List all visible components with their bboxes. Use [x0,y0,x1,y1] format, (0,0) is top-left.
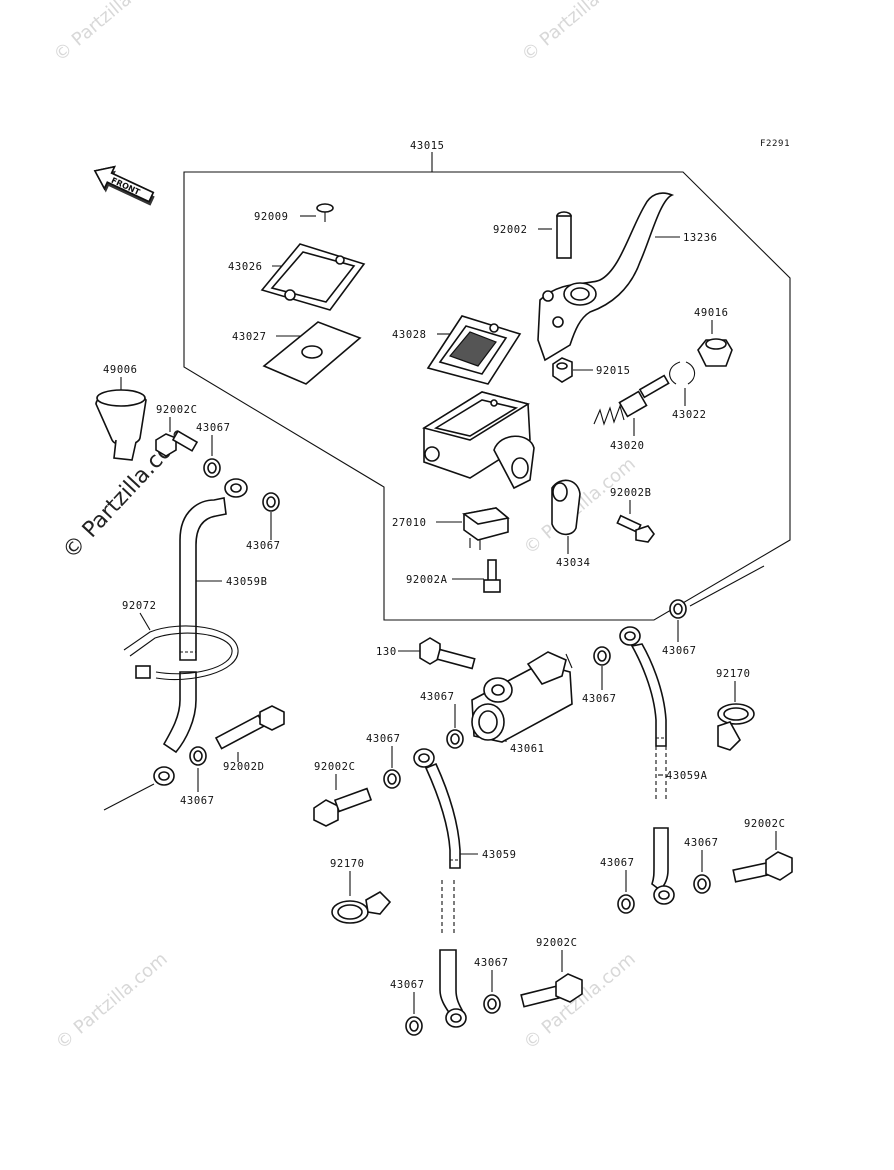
label-92009: 92009 [254,211,289,223]
part-49016-boot: 49016 [694,307,733,367]
label-43067-k: 43067 [390,979,425,991]
label-92170-b: 92170 [330,858,365,870]
part-43027-plate: 43027 [232,321,362,385]
figure-code: F2291 [760,139,790,149]
label-92002C-right: 92002C [744,818,786,830]
label-43022: 43022 [672,409,707,421]
part-43067-washer-b: 43067 [246,492,281,552]
label-43020: 43020 [610,440,645,452]
part-43026-cap: 43026 [228,243,366,311]
part-49006-boot: 49006 [95,364,147,461]
label-43067-f: 43067 [662,645,697,657]
part-92002C-mid-bolt: 92002C [313,761,373,827]
part-130-bolt: 130 [376,637,476,670]
label-43067-c: 43067 [180,795,215,807]
label-43067-d: 43067 [420,691,455,703]
part-92009-screw: 92009 [254,203,334,223]
part-43067-washer-h: 43067 [600,857,635,914]
part-43059-hose: 43059 [413,748,517,1028]
label-13236: 13236 [683,232,718,244]
label-43034: 43034 [556,557,591,569]
watermark-bl: © Partzilla.com [52,948,172,1053]
label-43067-e: 43067 [582,693,617,705]
label-43067-i: 43067 [684,837,719,849]
part-43067-washer-g: 43067 [366,733,401,789]
part-92002C-top-bolt: 92002C [155,404,199,457]
label-92002C-bot: 92002C [536,937,578,949]
label-92072: 92072 [122,600,157,612]
label-43059A: 43059A [666,770,708,782]
part-92002-bolt: 92002 [493,211,572,259]
label-92002C-mid: 92002C [314,761,356,773]
watermarks: © Partzilla.com © Partzilla.com © Partzi… [50,0,640,1054]
label-43067-g: 43067 [366,733,401,745]
label-43061: 43061 [510,743,545,755]
part-92002C-bottom-bolt: 92002C [520,937,583,1008]
part-92002C-right-bolt: 92002C [732,818,793,883]
label-49006: 49006 [103,364,138,376]
label-43059B: 43059B [226,576,268,588]
part-43067-washer-f: 43067 [662,599,697,657]
watermark-tl: © Partzilla.com [50,0,170,66]
part-43034-clamp: 43034 [551,479,591,569]
label-43059: 43059 [482,849,517,861]
label-92002: 92002 [493,224,528,236]
part-92002D-bolt: 92002D [214,705,285,773]
part-43059A-hose: 43059A [619,626,708,905]
leader-arrow-left [103,783,155,811]
part-43067-washer-d: 43067 [420,691,464,749]
label-92015: 92015 [596,365,631,377]
label-43067-b: 43067 [246,540,281,552]
part-43020-piston: 43020 [593,374,670,452]
part-92170-clamp-b: 92170 [330,858,392,924]
watermark-tr: © Partzilla.com [518,0,638,66]
label-43027: 43027 [232,331,267,343]
part-43067-washer-i: 43067 [684,837,719,894]
part-master-cylinder-body [421,391,535,490]
label-43067-h: 43067 [600,857,635,869]
part-43028-diaphragm: 43028 [392,315,522,385]
part-43022-circlip: 43022 [669,361,707,421]
part-43067-washer-c: 43067 [180,746,215,807]
part-92170-clamp-a: 92170 [716,668,755,751]
part-43067-washer-j: 43067 [474,957,509,1014]
label-130: 130 [376,646,397,658]
label-27010: 27010 [392,517,427,529]
label-43067-j: 43067 [474,957,509,969]
part-43067-washer-k: 43067 [390,979,425,1036]
label-43067-a: 43067 [196,422,231,434]
label-43026: 43026 [228,261,263,273]
label-92002B: 92002B [610,487,652,499]
part-92002B-bolt: 92002B [610,487,655,543]
part-92015-nut: 92015 [552,357,631,383]
label-43015: 43015 [410,140,445,152]
label-49016: 49016 [694,307,729,319]
part-92072-band: 92072 [122,600,239,681]
part-43067-washer-e: 43067 [582,646,617,705]
part-13236-lever: 13236 [537,192,718,362]
label-92170-a: 92170 [716,668,751,680]
watermark-mr: © Partzilla.com [520,453,640,558]
label-43028: 43028 [392,329,427,341]
part-43061-joint: 43061 [471,651,573,755]
leader-arrow-right [689,565,765,607]
label-92002A: 92002A [406,574,448,586]
label-92002C-top: 92002C [156,404,198,416]
part-43059B-hose: 43059B [153,478,268,786]
part-27010-switch: 27010 [392,507,510,550]
front-arrow-icon: FRONT [93,165,155,206]
part-92002A-bolt: 92002A [406,559,501,593]
label-92002D: 92002D [223,761,265,773]
part-43067-washer-a: 43067 [196,422,231,478]
assembly-43015-outline: 43015 [183,140,791,621]
